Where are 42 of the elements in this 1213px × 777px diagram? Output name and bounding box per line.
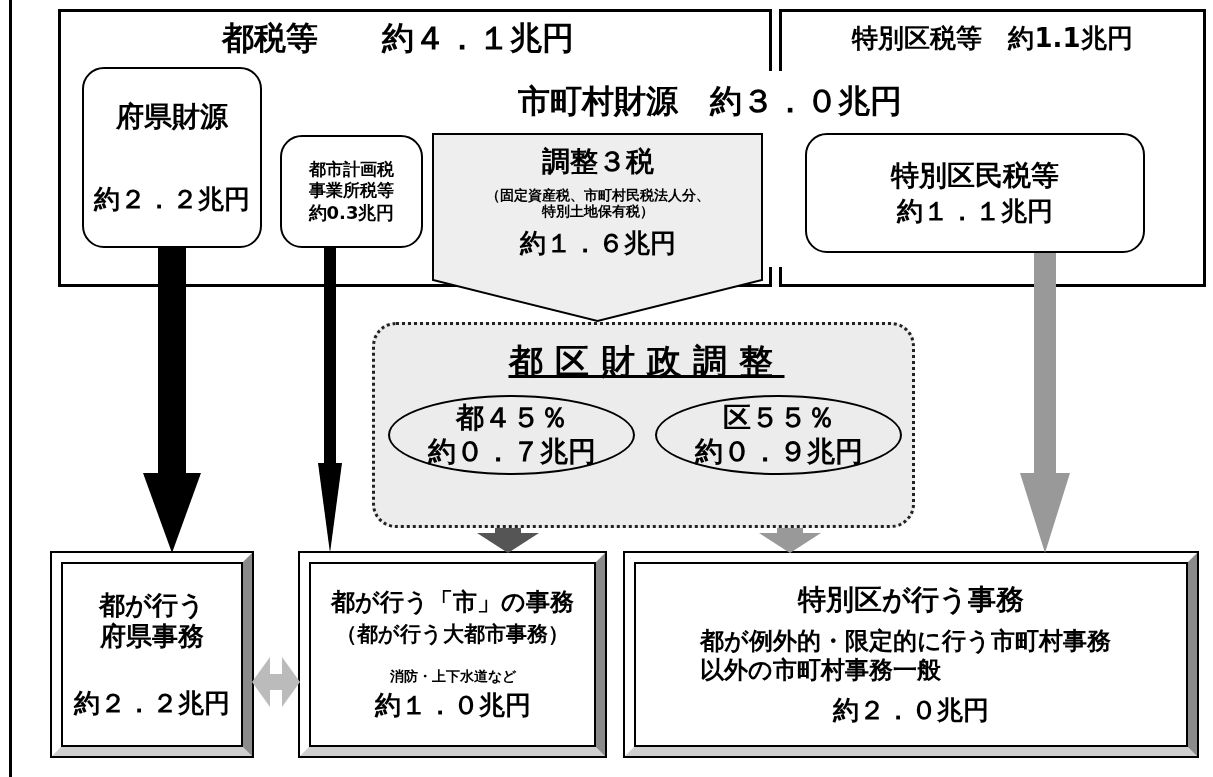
box-title: 特別区民税等 xyxy=(891,158,1059,193)
amount-text: 約１．１兆円 xyxy=(897,196,1053,228)
example-text: 消防・上下水道など xyxy=(389,667,516,685)
section-heading: 市町村財源 約３．０兆円 xyxy=(517,82,903,121)
amount-text: 約２．２兆円 xyxy=(94,183,250,215)
tax-list: （固定資産税、市町村民税法人分、特別土地保有税） xyxy=(483,186,712,221)
arrow xyxy=(759,528,821,553)
amount-text: 約０．９兆円 xyxy=(694,435,863,469)
revenue-box xyxy=(280,135,423,248)
box-title: 都が行う「市」の事務 xyxy=(331,587,574,617)
panel-heading: 特別区税等 約1.1兆円 xyxy=(850,23,1134,55)
revenue-box xyxy=(805,133,1145,253)
duty-box xyxy=(625,553,1197,756)
duty-box xyxy=(300,553,605,756)
amount-text: 約１．０兆円 xyxy=(374,690,531,722)
double-arrow xyxy=(252,657,300,707)
panel-heading: 都区財政調整 xyxy=(507,341,786,382)
arrow xyxy=(143,248,201,553)
tax-panel xyxy=(779,9,1206,287)
description-text: 都が例外的・限定的に行う市町村事務以外の市町村事務一般 xyxy=(699,626,1112,685)
amount-text: 約２．２兆円 xyxy=(74,688,230,720)
share-text: 区５５％ xyxy=(722,401,835,435)
share-ellipse xyxy=(388,395,635,475)
arrow xyxy=(477,528,539,553)
box-subtitle: （都が行う大都市事務） xyxy=(336,622,569,648)
revenue-box xyxy=(82,67,262,248)
adjustment-panel xyxy=(372,322,915,528)
amount-text: 約０．７兆円 xyxy=(427,435,596,469)
box-title: 特別区が行う事務 xyxy=(798,583,1024,617)
duty-box xyxy=(52,553,252,756)
amount-text: 約１．６兆円 xyxy=(519,228,676,260)
share-text: 都４５％ xyxy=(455,401,568,435)
arrow xyxy=(1020,253,1070,553)
box-title: 都が行う府県事務 xyxy=(97,589,206,653)
box-title: 調整３税 xyxy=(541,145,654,179)
box-title: 都市計画税事業所税等 xyxy=(308,159,395,201)
share-ellipse xyxy=(655,395,902,475)
amount-text: 約0.3兆円 xyxy=(308,202,395,224)
box-title: 府県財源 xyxy=(116,100,228,134)
panel-heading: 都税等 約４．１兆円 xyxy=(221,19,575,58)
amount-text: 約２．０兆円 xyxy=(833,694,989,726)
pentagon-box xyxy=(432,133,763,322)
